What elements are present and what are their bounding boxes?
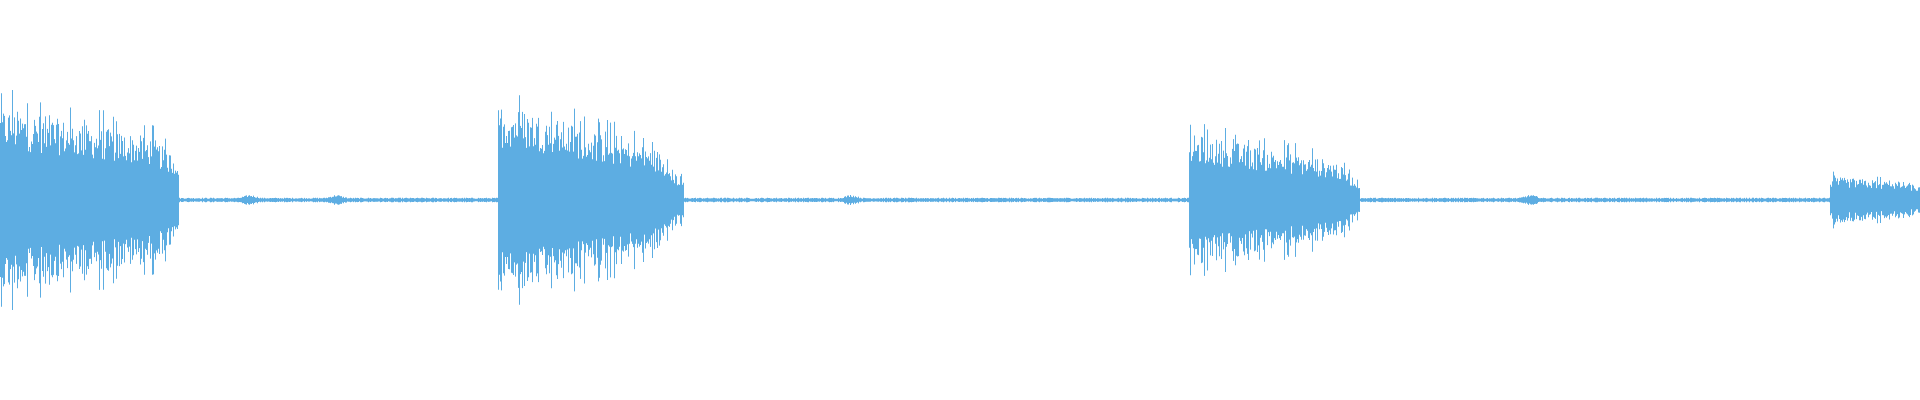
waveform-path — [0, 90, 1920, 310]
waveform-bars — [0, 90, 1920, 310]
